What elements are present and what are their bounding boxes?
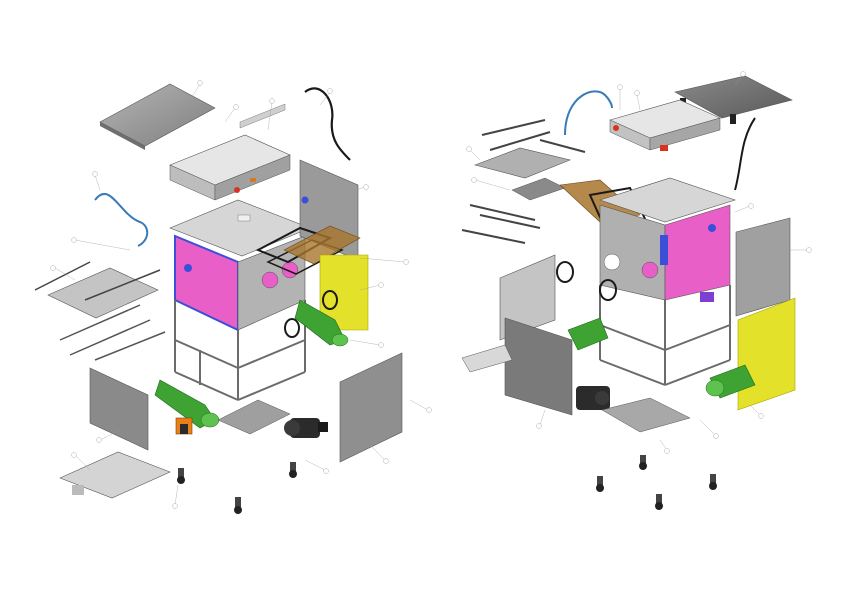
yellow-side-panel [737,297,796,411]
side-panel [499,254,556,341]
air-hose [94,192,149,247]
red-switch-icon [234,187,240,193]
top-lid-panel [99,83,216,147]
glove-left [567,317,609,351]
gasket-ring-2 [322,290,338,310]
base-tray [59,451,171,499]
cabinet-body [169,199,311,401]
side-rails [59,304,166,361]
glove-right [294,299,349,347]
pump-motor [284,418,328,438]
base-tray [461,344,513,373]
tray-panel [601,397,691,433]
top-lid-panel [674,75,793,119]
yellow-side-panel [319,254,369,331]
black-cable [734,117,756,191]
control-box [169,103,291,201]
callout-markers-left [50,80,432,509]
air-hose [564,90,613,136]
caster-wheel-icon [289,462,297,478]
amber-screen [283,225,361,265]
caster-wheel-icon [234,497,242,514]
caster-wheel-icon [655,494,663,510]
pump-motor [576,386,610,410]
glove-right [705,364,756,399]
lower-frame [599,285,731,386]
tray-panel [217,399,291,435]
red-switch-icon [613,125,619,131]
callout-leaders-right [469,74,808,451]
cabinet-body [599,177,736,386]
control-box [609,99,721,151]
gasket-ring-1 [556,261,574,283]
caster-wheel-icon [639,455,647,470]
floor-grate [474,147,571,179]
caster-wheel-icon [596,476,604,492]
glove-left [154,379,220,429]
left-exploded-view [34,80,432,514]
orange-part [175,417,193,435]
lower-frame [174,300,306,401]
rear-panel [339,352,403,463]
black-cable [304,87,351,161]
gasket-ring-2 [599,279,617,301]
rear-panel [735,217,791,317]
bracket [511,177,566,201]
door-panel [89,367,149,451]
caster-wheel-icon [709,474,717,490]
callout-leaders-left [54,83,429,506]
gasket-ring-1 [284,318,300,338]
door-panel [504,317,573,416]
callout-markers-right [466,71,812,454]
right-exploded-view [461,71,812,510]
caster-wheel-icon [177,468,185,484]
side-rails [461,119,586,244]
